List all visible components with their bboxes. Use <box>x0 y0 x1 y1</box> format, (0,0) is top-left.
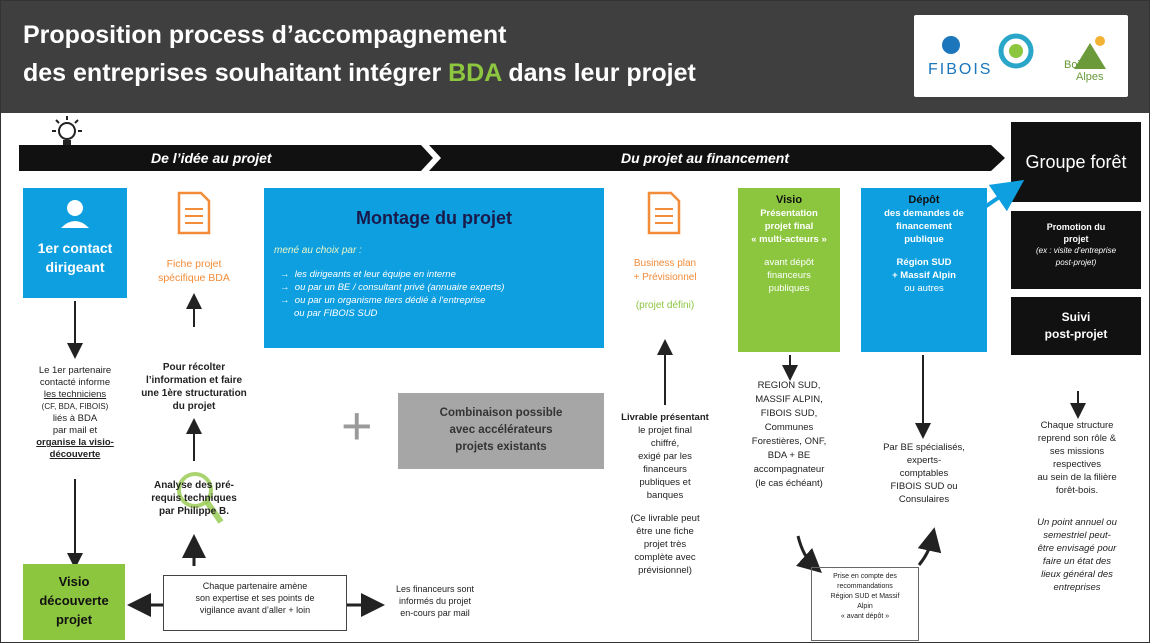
document-icon <box>177 191 211 235</box>
visio-final-box: Visio Présentation projet final « multi-… <box>738 188 840 352</box>
header-band: Proposition process d’accompagnement des… <box>1 1 1149 113</box>
business-document-icon <box>647 191 681 235</box>
title-line-2: des entreprises souhaitant intégrer BDA … <box>23 59 696 87</box>
phase1-arrow <box>19 145 433 171</box>
business-text: Business plan + Prévisionnel (projet déf… <box>633 258 697 311</box>
plus-sign: + <box>341 396 373 456</box>
first-contact-line2: dirigeant <box>45 259 105 275</box>
title-line-1: Proposition process d’accompagnement <box>23 21 507 49</box>
phase2-label: Du projet au financement <box>621 150 790 166</box>
bois-alpes-text-2: Alpes <box>1076 71 1104 83</box>
magnifier-icon <box>177 472 224 524</box>
groupe-foret-box: Groupe forêt <box>1011 122 1141 202</box>
person-headset-icon <box>61 200 89 228</box>
first-contact-box: 1er contact dirigeant <box>23 188 127 298</box>
region-list: REGION SUD,MASSIF ALPIN,FIBOIS SUD, Comm… <box>751 380 827 489</box>
montage-box: Montage du projet mené au choix par : → … <box>264 188 604 348</box>
visio-decouverte-box: Visio découverte projet <box>23 564 125 640</box>
promotion-box: Promotion du projet (ex : visite d’entre… <box>1011 211 1141 289</box>
logos-icon <box>942 33 1106 69</box>
contact-desc: Le 1er partenaire contacté informe les t… <box>36 365 114 460</box>
depot-box: Dépôt des demandes de financement publiq… <box>861 188 987 352</box>
bda-highlight: BDA <box>448 59 502 87</box>
first-contact-line1: 1er contact <box>37 240 113 256</box>
phase-arrows <box>19 145 1005 171</box>
montage-list: → les dirigeants et leur équipe en inter… <box>280 269 505 319</box>
phase1-label: De l’idée au projet <box>151 150 272 166</box>
montage-title: Montage du projet <box>356 208 512 228</box>
partner-logos: FIBOIS Bois Alpes <box>914 15 1128 97</box>
bois-alpes-text-1: Bois <box>1064 59 1086 71</box>
montage-sub: mené au choix par : <box>274 245 362 256</box>
phase2-arrow <box>429 145 1005 171</box>
fibois-logo-text: FIBOIS <box>928 61 993 78</box>
